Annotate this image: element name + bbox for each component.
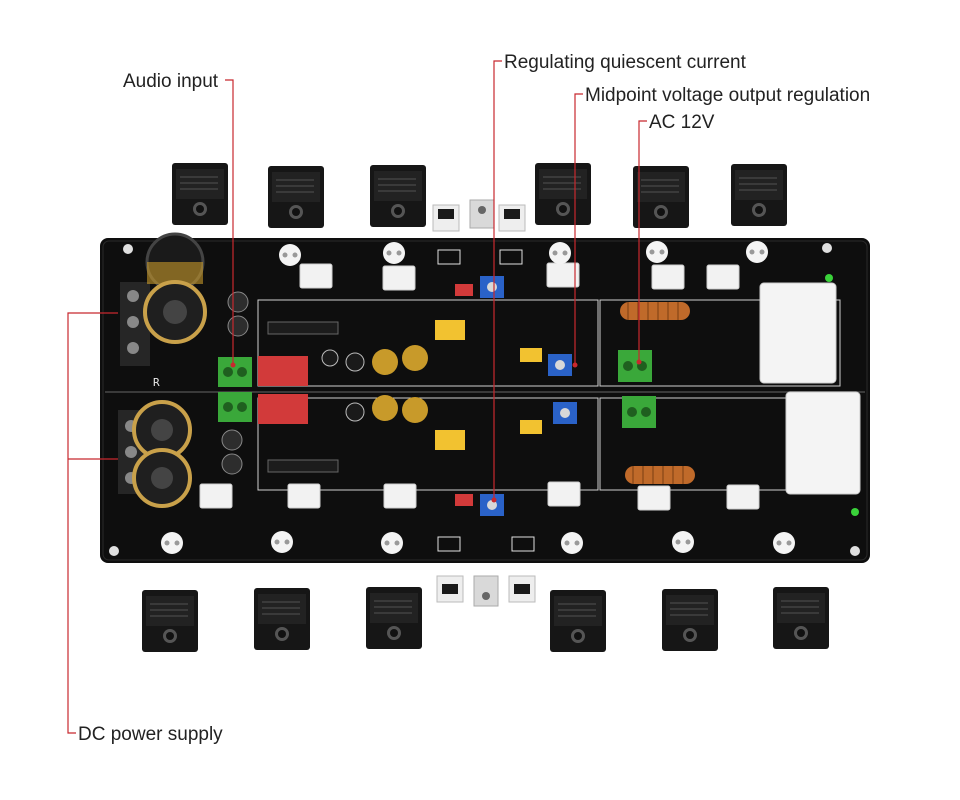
top-transistor-row bbox=[171, 162, 788, 232]
input-terminal-blocks bbox=[218, 357, 252, 422]
midpoint-trimmers bbox=[548, 354, 577, 424]
ac-12v-label: AC 12V bbox=[649, 112, 715, 133]
leader-endpoints bbox=[230, 359, 642, 503]
quiescent-leader bbox=[493, 60, 502, 500]
film-cap-red-top bbox=[258, 356, 308, 386]
relay-bottom bbox=[785, 391, 861, 495]
audio-input-label: Audio input bbox=[123, 71, 219, 92]
silkscreen-marks bbox=[161, 241, 859, 554]
output-inductors bbox=[620, 302, 695, 484]
small-components bbox=[267, 284, 542, 506]
dc-power-supply-label: DC power supply bbox=[78, 724, 223, 745]
pcb-board: R bbox=[100, 232, 870, 563]
dc-power-leader bbox=[67, 312, 118, 734]
audio-input-leader bbox=[225, 79, 234, 365]
bottom-transistor-row bbox=[141, 575, 830, 653]
channel-marker: R bbox=[153, 376, 160, 389]
relay-top bbox=[759, 282, 837, 384]
film-cap-red-bottom bbox=[258, 394, 308, 424]
ac-12v-terminal-blocks bbox=[618, 350, 656, 428]
quiescent-trimmers bbox=[480, 276, 504, 516]
audio-electrolytics bbox=[321, 345, 428, 423]
midpoint-leader bbox=[574, 93, 583, 365]
quiescent-current-label: Regulating quiescent current bbox=[504, 52, 746, 73]
midpoint-voltage-label: Midpoint voltage output regulation bbox=[585, 85, 871, 106]
ac-12v-leader bbox=[638, 120, 647, 362]
filter-capacitors bbox=[132, 232, 249, 508]
leader-lines bbox=[67, 60, 647, 734]
